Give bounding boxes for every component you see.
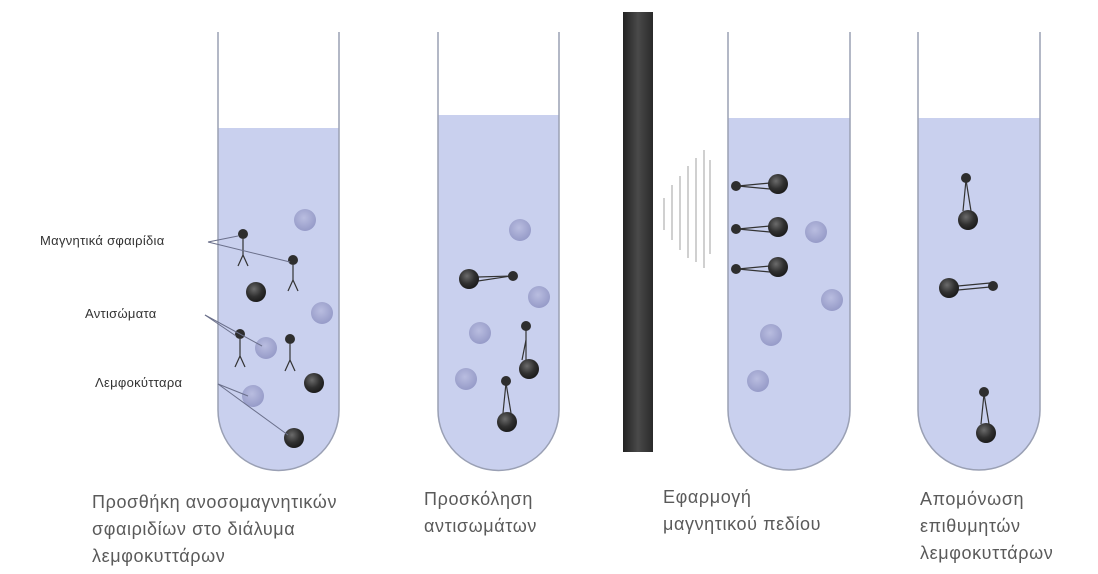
label-magnetic-beads: Μαγνητικά σφαιρίδια bbox=[40, 233, 165, 248]
lymphocyte bbox=[311, 302, 333, 324]
lymphocyte bbox=[469, 322, 491, 344]
caption-line: σφαιριδίων στο διάλυμα bbox=[92, 516, 337, 543]
magnetic-bead bbox=[246, 282, 266, 302]
lymphocyte bbox=[805, 221, 827, 243]
tube-1-liquid bbox=[218, 128, 339, 470]
caption-line: Προσθήκη ανοσομαγνητικών bbox=[92, 489, 337, 516]
lymphocyte bbox=[528, 286, 550, 308]
lymphocyte bbox=[821, 289, 843, 311]
lymphocyte bbox=[255, 337, 277, 359]
lymphocyte bbox=[747, 370, 769, 392]
magnet-bar bbox=[623, 12, 653, 452]
caption-line: επιθυμητών bbox=[920, 513, 1053, 540]
caption-line: Απομόνωση bbox=[920, 486, 1053, 513]
lymphocyte bbox=[294, 209, 316, 231]
tube-2 bbox=[438, 32, 559, 470]
lymphocyte bbox=[760, 324, 782, 346]
tube-1 bbox=[205, 32, 339, 470]
tube-4-liquid bbox=[918, 118, 1040, 470]
magnetic-bead bbox=[284, 428, 304, 448]
magnetic-bead bbox=[304, 373, 324, 393]
caption-step-4: Απομόνωση επιθυμητών λεμφοκυττάρων bbox=[920, 486, 1053, 567]
caption-line: μαγνητικού πεδίου bbox=[663, 511, 821, 538]
caption-line: λεμφοκυττάρων bbox=[92, 543, 337, 570]
tube-4 bbox=[918, 32, 1040, 470]
lymphocyte bbox=[455, 368, 477, 390]
lymphocyte bbox=[509, 219, 531, 241]
magnetic-field-lines bbox=[664, 150, 710, 268]
label-antibodies: Αντισώματα bbox=[85, 306, 157, 321]
caption-line: Εφαρμογή bbox=[663, 484, 821, 511]
label-lymphocytes: Λεμφοκύτταρα bbox=[95, 375, 182, 390]
magnet bbox=[623, 12, 710, 452]
caption-line: Προσκόληση bbox=[424, 486, 537, 513]
tube-3 bbox=[728, 32, 850, 470]
caption-line: αντισωμάτων bbox=[424, 513, 537, 540]
caption-step-1: Προσθήκη ανοσομαγνητικών σφαιριδίων στο … bbox=[92, 489, 337, 570]
caption-step-2: Προσκόληση αντισωμάτων bbox=[424, 486, 537, 540]
caption-line: λεμφοκυττάρων bbox=[920, 540, 1053, 567]
caption-step-3: Εφαρμογή μαγνητικού πεδίου bbox=[663, 484, 821, 538]
